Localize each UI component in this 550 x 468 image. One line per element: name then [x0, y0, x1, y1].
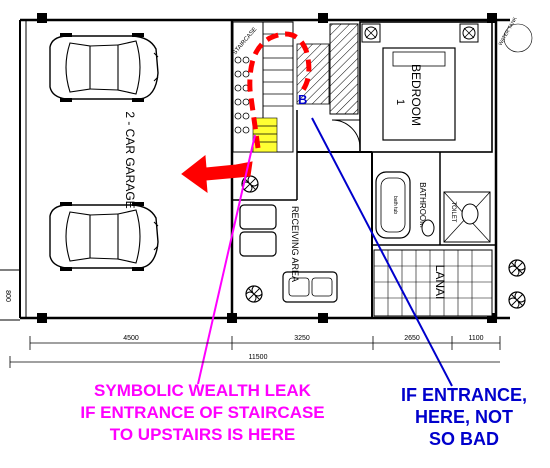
dimension-segment-4: 1100 [468, 335, 483, 342]
receiving-area-label: RECEIVING AREA [290, 206, 300, 282]
dimension-left: 800 [4, 290, 11, 302]
garage-label: 2 - CAR GARAGE [123, 111, 137, 208]
dimension-total: 11500 [249, 354, 268, 361]
bedroom-label: BEDROOM [409, 64, 423, 126]
point-b-label: B [298, 92, 307, 107]
caption-line: HERE, NOT [414, 407, 513, 427]
dimension-segment-1: 4500 [123, 335, 139, 342]
lanai: LANAI [373, 249, 493, 317]
bedroom: BEDROOM 1 WATER TANK [359, 16, 533, 153]
magenta-pointer [197, 134, 256, 385]
car-top-icon [49, 201, 159, 272]
blue-pointer [311, 117, 453, 387]
caption-line: IF ENTRANCE, [401, 385, 527, 405]
lanai-label: LANAI [433, 265, 447, 300]
staircase-path-annotation: B [247, 31, 312, 149]
caption-line: SO BAD [428, 429, 499, 449]
car-top-icon [49, 32, 159, 103]
garage: 2 - CAR GARAGE [49, 32, 159, 272]
potted-plant-icon [508, 259, 526, 277]
wealth-leak-caption: SYMBOLIC WEALTH LEAK IF ENTRANCE OF STAI… [30, 380, 375, 446]
bathtub-label: bath tub [392, 196, 398, 214]
toilet-label: TOILET [450, 202, 456, 223]
dimension-line: 4500 3250 2650 1100 11500 800 [4, 290, 501, 368]
closet-hatch [296, 23, 359, 115]
potted-plant-icon [245, 285, 263, 303]
receiving-area: RECEIVING AREA [239, 175, 526, 309]
potted-plant-icon [508, 291, 526, 309]
bedroom-number: 1 [394, 99, 406, 105]
bathroom: bath tub BATHROOM TOILET [375, 171, 491, 243]
red-exit-arrow-icon [181, 155, 253, 194]
stair-highlight [252, 117, 278, 153]
dimension-segment-3: 2650 [404, 335, 420, 342]
staircase: STAIRCASE [232, 21, 294, 153]
caption-line: SYMBOLIC WEALTH LEAK [94, 381, 311, 400]
entrance-ok-caption: IF ENTRANCE, HERE, NOT SO BAD [378, 384, 550, 450]
dimension-segment-2: 3250 [294, 335, 310, 342]
bathroom-label: BATHROOM [418, 182, 427, 228]
caption-line: TO UPSTAIRS IS HERE [109, 425, 296, 444]
caption-line: IF ENTRANCE OF STAIRCASE [80, 403, 325, 422]
